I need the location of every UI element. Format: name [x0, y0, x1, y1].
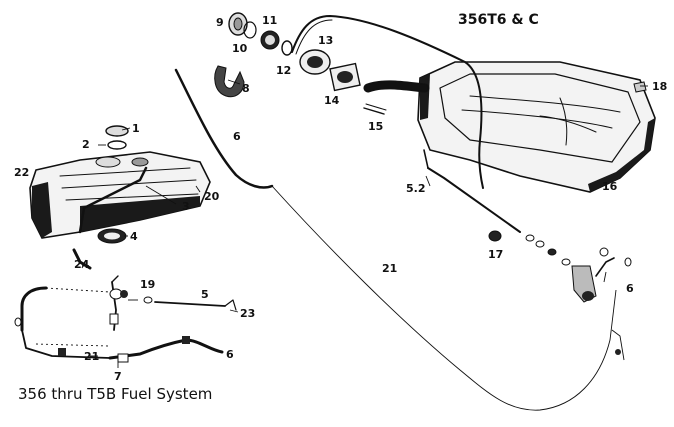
callout-6-right: 6: [626, 282, 634, 295]
callout-13: 13: [318, 34, 333, 47]
breather-pipe: [291, 15, 484, 189]
callout-5: 5: [201, 288, 209, 301]
callout-10: 10: [232, 42, 248, 55]
control-cable-21: [271, 185, 617, 411]
late-fuel-tank: [417, 61, 656, 193]
late-fuel-tap-assembly: [525, 234, 632, 355]
callout-23: 23: [240, 307, 255, 320]
callout-2: 2: [82, 138, 90, 151]
callout-17: 17: [488, 248, 503, 261]
callout-15: 15: [368, 120, 383, 133]
callout-9: 9: [216, 16, 224, 29]
callout-14: 14: [324, 94, 340, 107]
callout-20: 20: [204, 190, 220, 203]
callout-6-cable: 6: [233, 130, 241, 143]
callout-19: 19: [140, 278, 155, 291]
filler-hose: [363, 80, 430, 93]
callout-21-main: 21: [382, 262, 397, 275]
callout-21-early: 21: [84, 350, 99, 363]
clip-part-18: [633, 81, 647, 93]
sender-part-17: [488, 230, 502, 242]
callout-3: 3: [182, 200, 190, 213]
callout-16: 16: [602, 180, 618, 193]
early-fuel-lines: [14, 275, 237, 363]
callout-5-2: 5.2: [406, 182, 426, 195]
tank-cap-part-1: [105, 125, 129, 137]
callout-8: 8: [242, 82, 250, 95]
callout-11: 11: [262, 14, 277, 27]
callout-18: 18: [652, 80, 667, 93]
callout-4: 4: [130, 230, 138, 243]
early-fuel-tank: [29, 151, 211, 239]
fuel-hose-24: [72, 248, 92, 270]
gasket-part-2: [107, 140, 127, 150]
fuel-line-5-2: [427, 167, 521, 233]
leader-lines: [81, 79, 648, 368]
filler-cap-parts: [214, 12, 387, 115]
late-system-title: 356T6 & C: [458, 12, 539, 28]
callout-24: 24: [74, 258, 90, 271]
early-system-caption: 356 thru T5B Fuel System: [18, 385, 212, 403]
callout-7: 7: [114, 370, 122, 383]
callout-12: 12: [276, 64, 291, 77]
fuel-tap-cable-6: [174, 68, 274, 189]
callout-6-bottom: 6: [226, 348, 234, 361]
callout-22: 22: [14, 166, 29, 179]
callout-1: 1: [132, 122, 140, 135]
